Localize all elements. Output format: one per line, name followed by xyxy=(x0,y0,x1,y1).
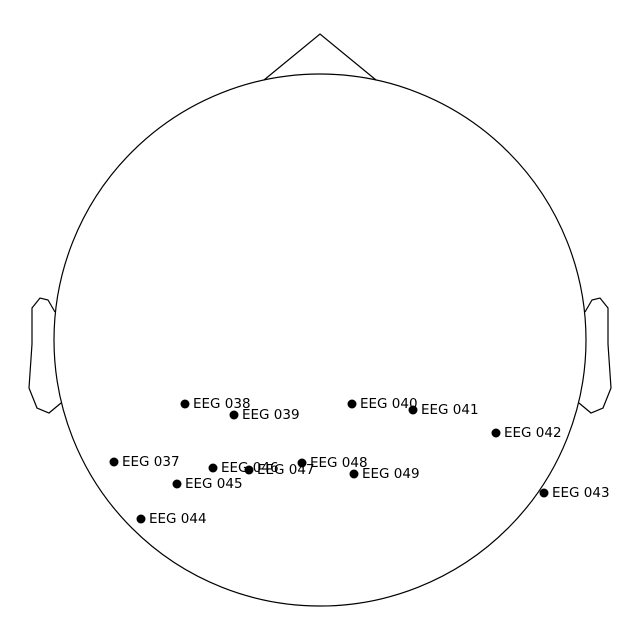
sensor-label-eeg-040: EEG 040 xyxy=(360,396,418,412)
sensor-marker-eeg-041 xyxy=(408,405,418,415)
sensor-marker-eeg-047 xyxy=(244,465,254,475)
sensor-marker-eeg-037 xyxy=(109,457,119,467)
sensor-label-eeg-042: EEG 042 xyxy=(504,425,562,441)
sensor-marker-eeg-039 xyxy=(229,410,239,420)
sensor-marker-eeg-046 xyxy=(208,463,218,473)
sensor-label-eeg-044: EEG 044 xyxy=(149,511,207,527)
sensor-label-eeg-037: EEG 037 xyxy=(122,454,180,470)
nose-outline xyxy=(263,33,377,81)
sensor-label-eeg-038: EEG 038 xyxy=(193,396,251,412)
sensor-label-eeg-039: EEG 039 xyxy=(242,407,300,423)
head-outline xyxy=(28,33,612,607)
sensor-marker-eeg-043 xyxy=(539,488,549,498)
sensor-marker-eeg-042 xyxy=(491,428,501,438)
left-ear-outline xyxy=(28,297,62,414)
sensor-marker-eeg-040 xyxy=(347,399,357,409)
sensor-marker-eeg-048 xyxy=(297,458,307,468)
sensor-label-eeg-043: EEG 043 xyxy=(552,485,610,501)
sensor-marker-eeg-049 xyxy=(349,469,359,479)
sensor-label-eeg-041: EEG 041 xyxy=(421,402,479,418)
sensor-marker-eeg-045 xyxy=(172,479,182,489)
head-circle xyxy=(53,73,587,607)
sensor-marker-eeg-038 xyxy=(180,399,190,409)
sensor-label-eeg-049: EEG 049 xyxy=(362,466,420,482)
sensor-marker-eeg-044 xyxy=(136,514,146,524)
sensor-label-eeg-045: EEG 045 xyxy=(185,476,243,492)
sensor-label-eeg-048: EEG 048 xyxy=(310,455,368,471)
right-ear-outline xyxy=(578,297,612,414)
